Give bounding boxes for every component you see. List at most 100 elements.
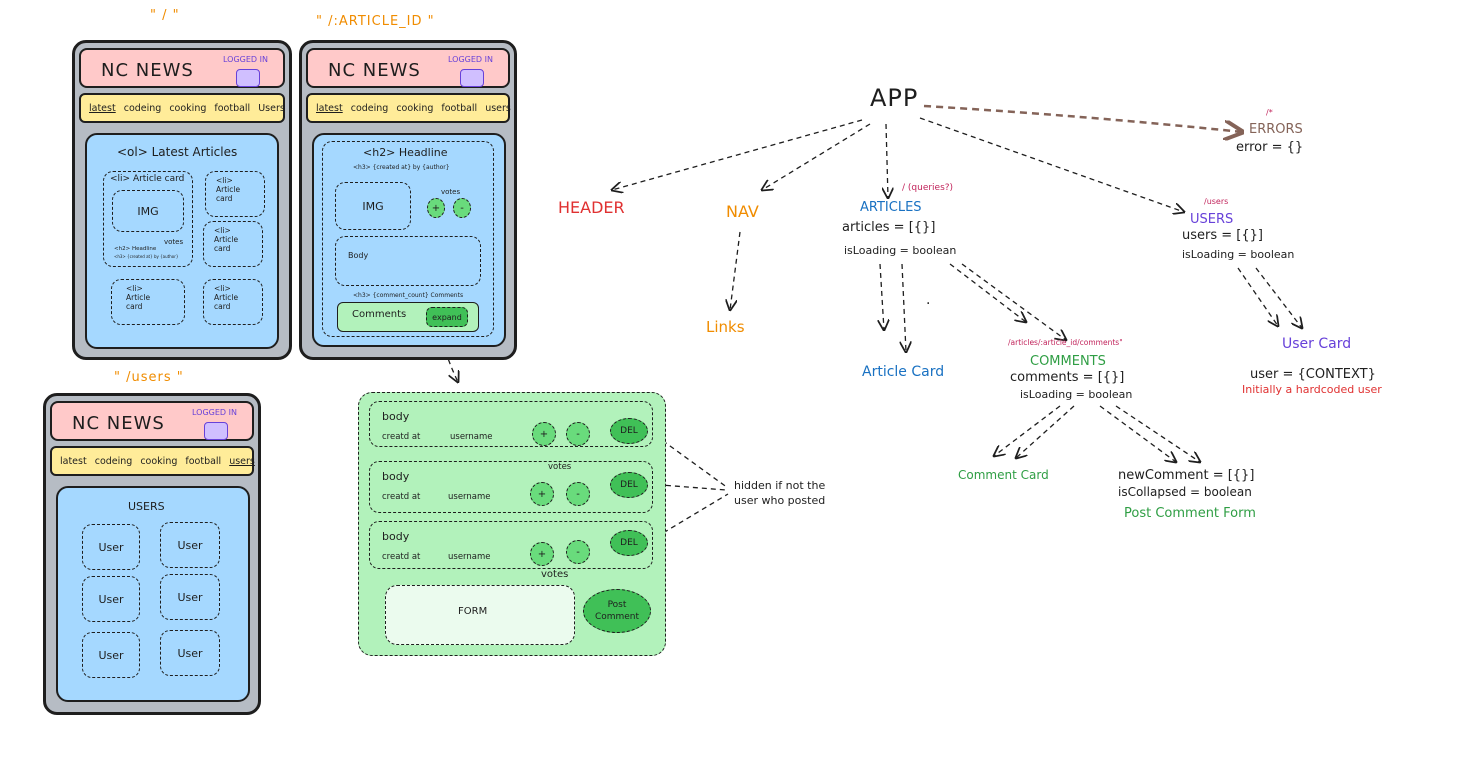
expand-button[interactable]: expand bbox=[426, 307, 468, 327]
user-card[interactable]: User bbox=[82, 524, 140, 570]
article-detail: <h2> Headline <h3> {created at} by {auth… bbox=[322, 141, 494, 337]
form-label: FORM bbox=[458, 606, 488, 617]
user-card[interactable]: User bbox=[160, 574, 220, 620]
nav-item[interactable]: football bbox=[185, 455, 222, 467]
nav-item[interactable]: latest bbox=[89, 102, 116, 114]
users-heading: USERS bbox=[128, 500, 165, 513]
article-card-main[interactable]: <li> Article card IMG votes <h2> Headlin… bbox=[103, 171, 193, 267]
users-route: /users bbox=[1204, 197, 1229, 206]
article-card[interactable]: <li> Article card bbox=[205, 171, 265, 217]
comment-body: body bbox=[382, 530, 410, 543]
downvote-button[interactable]: - bbox=[566, 482, 590, 506]
user-card[interactable]: User bbox=[160, 630, 220, 676]
comment-card: body creatd at username + - DEL bbox=[369, 401, 653, 447]
votes-label: votes bbox=[164, 238, 184, 246]
tree-nav: NAV bbox=[726, 202, 759, 221]
comment-created: creatd at bbox=[382, 492, 421, 502]
downvote-button[interactable]: - bbox=[566, 540, 590, 564]
nav-bar: latest codeing cooking football users bbox=[50, 446, 255, 476]
list-heading: <ol> Latest Articles bbox=[117, 145, 238, 159]
nav-item[interactable]: codeing bbox=[350, 102, 389, 114]
img-placeholder: IMG bbox=[112, 190, 184, 232]
upvote-button[interactable]: + bbox=[530, 542, 554, 566]
stray-dot: . bbox=[926, 292, 931, 308]
user-card[interactable]: User bbox=[82, 632, 140, 678]
tree-links: Links bbox=[706, 318, 745, 336]
headline-small: <h2> Headline bbox=[114, 246, 157, 252]
avatar bbox=[236, 69, 260, 87]
collapsed-state: isCollapsed = boolean bbox=[1118, 485, 1252, 499]
article-view: <h2> Headline <h3> {created at} by {auth… bbox=[312, 133, 506, 347]
comments-route: /articles/:article_id/comments" bbox=[1008, 338, 1123, 347]
article-card[interactable]: <li> Article card bbox=[203, 221, 263, 267]
votes-label: votes bbox=[441, 188, 461, 196]
route-article: " /:ARTICLE_ID " bbox=[316, 14, 435, 29]
nav-item[interactable]: codeing bbox=[123, 102, 162, 114]
users-wireframe: NC NEWS LOGGED IN latest codeing cooking… bbox=[43, 393, 261, 715]
nav-item[interactable]: cooking bbox=[169, 102, 207, 114]
tree-articles: ARTICLES bbox=[860, 200, 922, 215]
users-state: users = [{}] bbox=[1182, 228, 1263, 243]
nav-item[interactable]: football bbox=[214, 102, 251, 114]
articles-state: articles = [{}] bbox=[842, 220, 936, 235]
nav-item[interactable]: latest bbox=[316, 102, 343, 114]
nav-item[interactable]: football bbox=[441, 102, 478, 114]
comment-card: body creatd at username + - DEL bbox=[369, 521, 653, 569]
comments-loading: isLoading = boolean bbox=[1020, 388, 1133, 401]
home-wireframe: NC NEWS LOGGED IN latest codeing cooking… bbox=[72, 40, 292, 360]
header-bar: NC NEWS LOGGED IN bbox=[306, 48, 510, 88]
upvote-button[interactable]: + bbox=[532, 422, 556, 446]
delete-button[interactable]: DEL bbox=[610, 418, 648, 444]
user-note: Initially a hardcoded user bbox=[1242, 383, 1382, 396]
site-title: NC NEWS bbox=[72, 413, 165, 434]
delete-button[interactable]: DEL bbox=[610, 530, 648, 556]
nav-item[interactable]: latest bbox=[60, 455, 87, 467]
comments-state: comments = [{}] bbox=[1010, 370, 1125, 385]
nav-item[interactable]: users bbox=[485, 102, 511, 114]
nav-item[interactable]: cooking bbox=[396, 102, 434, 114]
nav-item[interactable]: codeing bbox=[94, 455, 133, 467]
logged-in-label: LOGGED IN bbox=[192, 408, 237, 417]
img-placeholder: IMG bbox=[335, 182, 411, 230]
article-headline: <h2> Headline bbox=[363, 146, 448, 159]
users-list: USERS User User User User User User bbox=[56, 486, 250, 702]
new-comment-state: newComment = [{}] bbox=[1118, 468, 1255, 483]
errors-state: error = {} bbox=[1236, 140, 1304, 155]
comment-body: body bbox=[382, 410, 410, 423]
user-card[interactable]: User bbox=[160, 522, 220, 568]
upvote-button[interactable]: + bbox=[530, 482, 554, 506]
post-comment-button[interactable]: Post Comment bbox=[583, 589, 651, 633]
comment-created: creatd at bbox=[382, 552, 421, 562]
nav-item[interactable]: users bbox=[229, 455, 255, 467]
avatar bbox=[204, 422, 228, 440]
site-title: NC NEWS bbox=[328, 60, 421, 81]
article-wireframe: NC NEWS LOGGED IN latest codeing cooking… bbox=[299, 40, 517, 360]
comment-count: <h3> {comment_count} Comments bbox=[353, 292, 464, 299]
upvote-button[interactable]: + bbox=[427, 198, 445, 218]
tree-users: USERS bbox=[1190, 212, 1234, 227]
logged-in-label: LOGGED IN bbox=[223, 55, 268, 64]
logged-in-label: LOGGED IN bbox=[448, 55, 493, 64]
articles-loading: isLoading = boolean bbox=[844, 244, 957, 257]
comment-created: creatd at bbox=[382, 432, 421, 442]
article-card[interactable]: <li> Article card bbox=[111, 279, 185, 325]
comment-username: username bbox=[450, 432, 493, 442]
route-home: " / " bbox=[150, 8, 180, 23]
card-label: <li> Article card bbox=[110, 174, 185, 184]
nav-item[interactable]: cooking bbox=[140, 455, 178, 467]
user-card[interactable]: User bbox=[82, 576, 140, 622]
delete-button[interactable]: DEL bbox=[610, 472, 648, 498]
tree-header: HEADER bbox=[558, 198, 625, 217]
tree-comment-card: Comment Card bbox=[958, 468, 1049, 482]
nav-item[interactable]: Users bbox=[258, 102, 285, 114]
downvote-button[interactable]: - bbox=[453, 198, 471, 218]
comments-toggle[interactable]: Comments expand bbox=[337, 302, 479, 332]
comment-form[interactable]: FORM bbox=[385, 585, 575, 645]
errors-route: /* bbox=[1266, 108, 1273, 117]
article-card[interactable]: <li> Article card bbox=[203, 279, 263, 325]
comment-username: username bbox=[448, 492, 491, 502]
articles-list: <ol> Latest Articles <li> Article card I… bbox=[85, 133, 279, 349]
downvote-button[interactable]: - bbox=[566, 422, 590, 446]
tree-errors: ERRORS bbox=[1249, 122, 1303, 137]
